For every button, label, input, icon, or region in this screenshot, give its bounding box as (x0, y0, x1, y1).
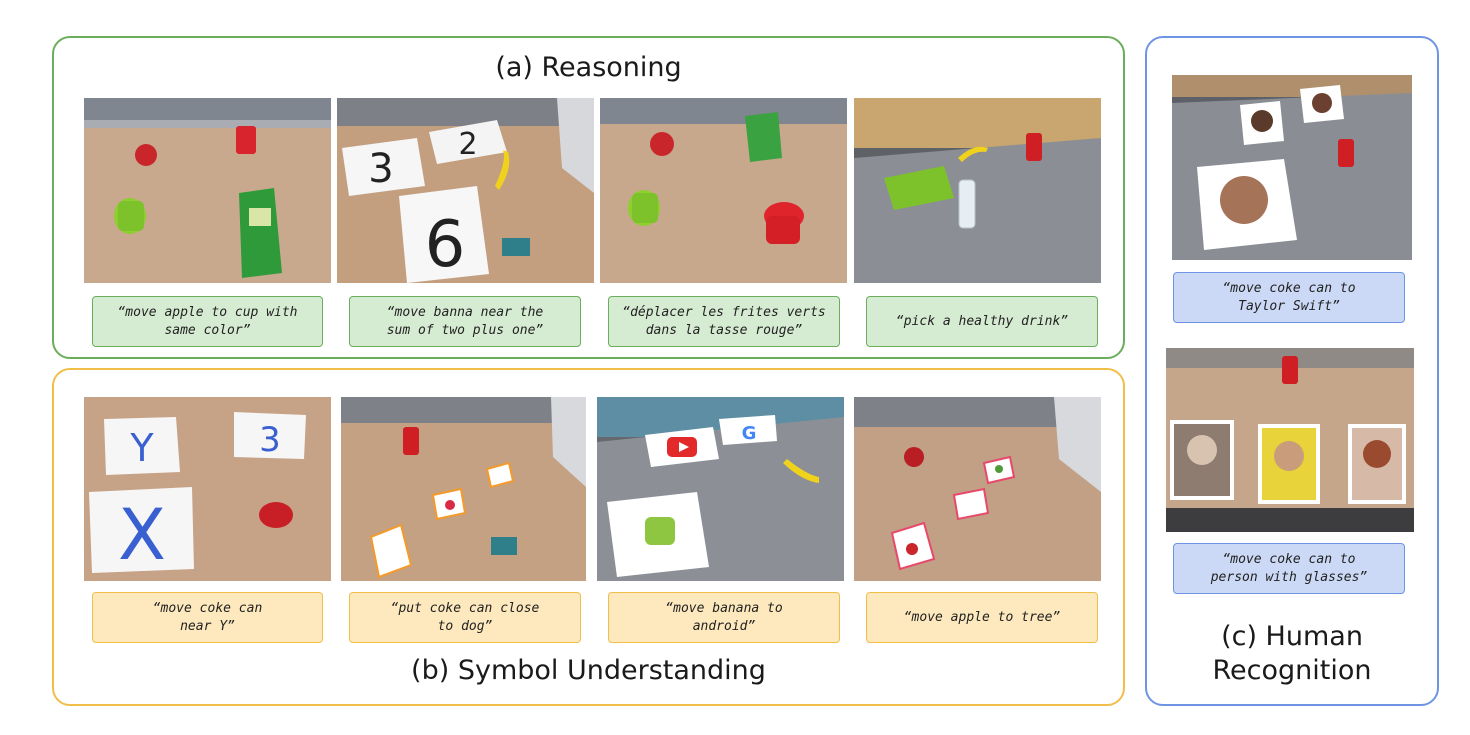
caption-symbol-3: “move banana to android” (608, 592, 840, 643)
photo-letters-coke: Y 3 X (84, 397, 331, 581)
caption-human-2: “move coke can to person with glasses” (1173, 543, 1405, 594)
photo-apple-cups-chips-2 (600, 98, 847, 283)
photo-portraits-table (1172, 75, 1412, 260)
human-recognition-title: (c) Human Recognition (1212, 621, 1372, 686)
paper-number-3: 3 (368, 146, 393, 192)
photo-portraits-row (1166, 348, 1414, 532)
photo-numbers-banana: 3 2 6 (337, 98, 594, 283)
paper-number-2: 2 (458, 127, 477, 162)
photo-animal-cards (341, 397, 586, 581)
human-recognition-panel (1145, 36, 1439, 706)
caption-reasoning-3: “déplacer les frites verts dans la tasse… (608, 296, 840, 347)
caption-reasoning-4: “pick a healthy drink” (866, 296, 1098, 347)
photo-logo-cards: G (597, 397, 844, 581)
caption-reasoning-2: “move banna near the sum of two plus one… (349, 296, 581, 347)
photo-fruit-cards (854, 397, 1101, 581)
google-logo-letter: G (742, 423, 757, 444)
caption-symbol-4: “move apple to tree” (866, 592, 1098, 643)
reasoning-panel (52, 36, 1125, 359)
symbol-understanding-panel (52, 368, 1125, 706)
caption-reasoning-1: “move apple to cup with same color” (92, 296, 323, 347)
caption-symbol-2: “put coke can close to dog” (349, 592, 581, 643)
paper-letter-x: X (118, 494, 166, 576)
reasoning-title: (a) Reasoning (495, 52, 682, 83)
caption-human-1: “move coke can to Taylor Swift” (1173, 272, 1405, 323)
caption-symbol-1: “move coke can near Y” (92, 592, 323, 643)
paper-letter-y: Y (129, 426, 154, 470)
paper-letter-3: 3 (259, 420, 281, 460)
photo-apple-cups-chips (84, 98, 331, 283)
paper-number-6: 6 (425, 208, 466, 282)
symbol-understanding-title: (b) Symbol Understanding (411, 655, 766, 686)
photo-bottle-chips-coke (854, 98, 1101, 283)
